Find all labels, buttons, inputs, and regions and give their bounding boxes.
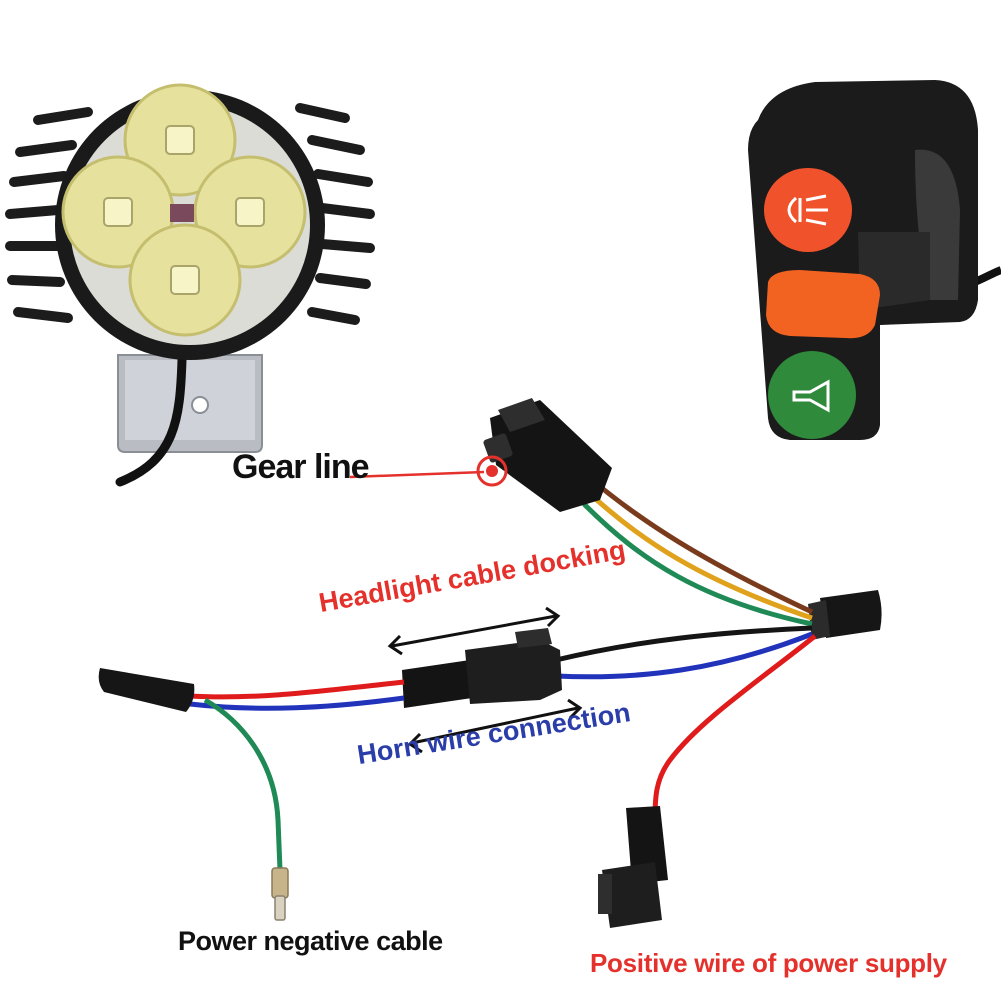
horn-connection-arrow <box>407 698 583 754</box>
handlebar-switch <box>748 80 1001 440</box>
annotations <box>349 455 583 754</box>
headlight-beam-icon <box>787 194 828 226</box>
power-positive-connector <box>598 806 668 928</box>
power-negative-label: Power negative cable <box>178 926 443 956</box>
headlight-docking-connector <box>402 628 562 708</box>
headlight-lamp <box>5 83 375 487</box>
headlight-docking-arrow <box>387 606 561 656</box>
negative-terminal <box>271 867 289 921</box>
wire-harness <box>98 398 882 928</box>
gear-line-marker <box>476 455 508 487</box>
gear-line-connector <box>483 398 612 512</box>
horn-icon <box>792 379 830 413</box>
power-positive-label: Positive wire of power supply <box>590 948 947 978</box>
gear-line-label: Gear line <box>232 448 370 486</box>
